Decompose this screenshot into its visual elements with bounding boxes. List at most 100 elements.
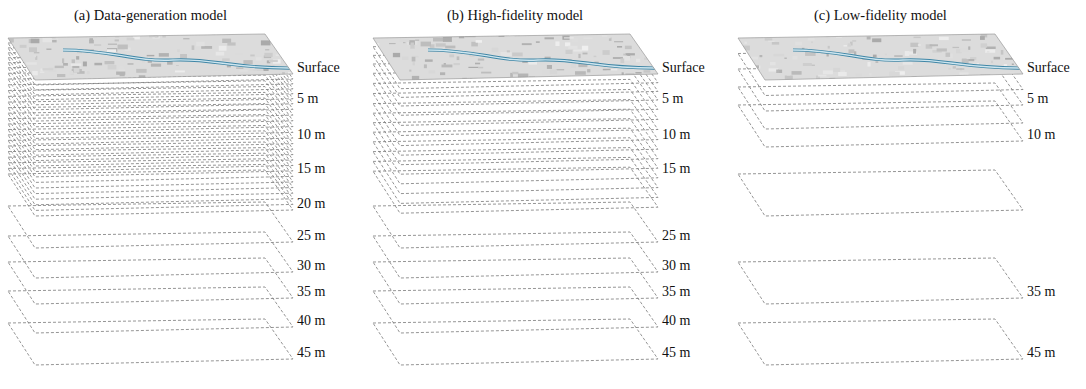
terrain-patch — [795, 42, 802, 46]
terrain-patch — [603, 69, 611, 71]
river — [428, 50, 660, 68]
terrain-patch — [653, 32, 660, 34]
terrain-patch — [623, 54, 625, 56]
terrain-patch — [1010, 73, 1014, 74]
terrain-patch — [9, 59, 19, 61]
terrain-patch — [31, 39, 40, 44]
terrain-patch — [285, 48, 292, 51]
depth-label: 15 m — [662, 162, 690, 176]
terrain-patch — [867, 37, 871, 40]
terrain-patch — [292, 32, 300, 37]
terrain-patch — [216, 52, 225, 56]
terrain-patch — [116, 72, 125, 75]
terrain-patch — [501, 52, 512, 56]
terrain-patch — [421, 42, 431, 47]
terrain-patch — [227, 42, 235, 45]
terrain-patch — [422, 35, 425, 36]
layer-outline — [373, 167, 658, 213]
layer-outline — [373, 90, 658, 136]
layer-outline — [8, 202, 293, 248]
terrain-patch — [440, 72, 445, 75]
layer-outline — [373, 287, 658, 333]
terrain-patch — [128, 63, 134, 65]
terrain-patch — [94, 44, 101, 46]
terrain-patch — [89, 40, 94, 44]
terrain-patch — [948, 68, 950, 70]
terrain-patch — [643, 34, 654, 36]
depth-label: 5 m — [297, 92, 318, 106]
terrain-patch — [868, 32, 873, 34]
terrain-patch — [256, 57, 262, 60]
terrain-patch — [885, 54, 887, 56]
terrain-patch — [953, 47, 960, 48]
terrain-patch — [136, 69, 146, 73]
surface-texture — [735, 32, 1033, 86]
terrain-patch — [1001, 39, 1006, 42]
terrain-patch — [823, 70, 833, 74]
layer-outline — [8, 142, 293, 188]
terrain-patch — [196, 42, 204, 47]
terrain-patch — [882, 80, 887, 82]
terrain-patch — [872, 38, 881, 42]
terrain-patch — [292, 63, 296, 68]
terrain-patch — [571, 63, 576, 68]
terrain-patch — [745, 78, 748, 79]
terrain-patch — [402, 57, 409, 61]
terrain-patch — [862, 81, 864, 86]
terrain-patch — [603, 50, 610, 55]
terrain-patch — [584, 37, 593, 39]
river — [793, 50, 1025, 68]
terrain-patch — [852, 40, 856, 41]
layer-outline — [8, 258, 293, 304]
depth-label: 10 m — [297, 128, 325, 142]
terrain-patch — [844, 45, 848, 46]
terrain-patch — [602, 33, 608, 37]
terrain-patch — [913, 82, 917, 83]
terrain-patch — [838, 72, 847, 76]
terrain-patch — [43, 38, 52, 42]
terrain-patch — [1024, 34, 1033, 37]
terrain-patch — [12, 57, 19, 58]
terrain-patch — [991, 61, 993, 64]
terrain-patch — [32, 71, 38, 75]
terrain-patch — [69, 71, 73, 75]
terrain-patch — [265, 49, 269, 50]
terrain-patch — [442, 65, 453, 68]
layer-outline — [8, 131, 293, 177]
depth-label: 10 m — [1027, 128, 1055, 142]
terrain-patch — [222, 58, 230, 61]
terrain-patch — [443, 37, 452, 42]
layer-outline — [8, 104, 293, 150]
depth-label: 20 m — [297, 197, 325, 211]
depth-label: 10 m — [662, 128, 690, 142]
panel-title: (b) High-fidelity model — [447, 8, 583, 23]
terrain-patch — [415, 40, 419, 42]
terrain-patch — [1005, 80, 1009, 83]
layer-outline — [8, 92, 293, 138]
terrain-patch — [413, 62, 415, 65]
terrain-patch — [956, 81, 965, 83]
terrain-patch — [883, 82, 892, 86]
terrain-patch — [150, 77, 156, 82]
river — [63, 50, 295, 68]
terrain-patch — [409, 70, 411, 72]
terrain-patch — [147, 55, 155, 56]
terrain-patch — [240, 70, 248, 71]
terrain-patch — [424, 64, 427, 68]
terrain-patch — [298, 33, 302, 36]
terrain-patch — [43, 68, 54, 70]
terrain-patch — [856, 73, 862, 76]
terrain-patch — [175, 71, 185, 73]
layer-outline — [8, 126, 293, 172]
terrain-patch — [636, 59, 640, 62]
terrain-patch — [87, 32, 96, 34]
terrain-patch — [481, 72, 491, 74]
terrain-patch — [405, 33, 407, 36]
terrain-patch — [501, 82, 509, 86]
terrain-patch — [470, 78, 472, 82]
terrain-patch — [913, 49, 916, 54]
terrain-patch — [21, 69, 28, 74]
terrain-patch — [784, 58, 786, 60]
terrain-patch — [87, 71, 90, 74]
terrain-patch — [583, 53, 588, 55]
